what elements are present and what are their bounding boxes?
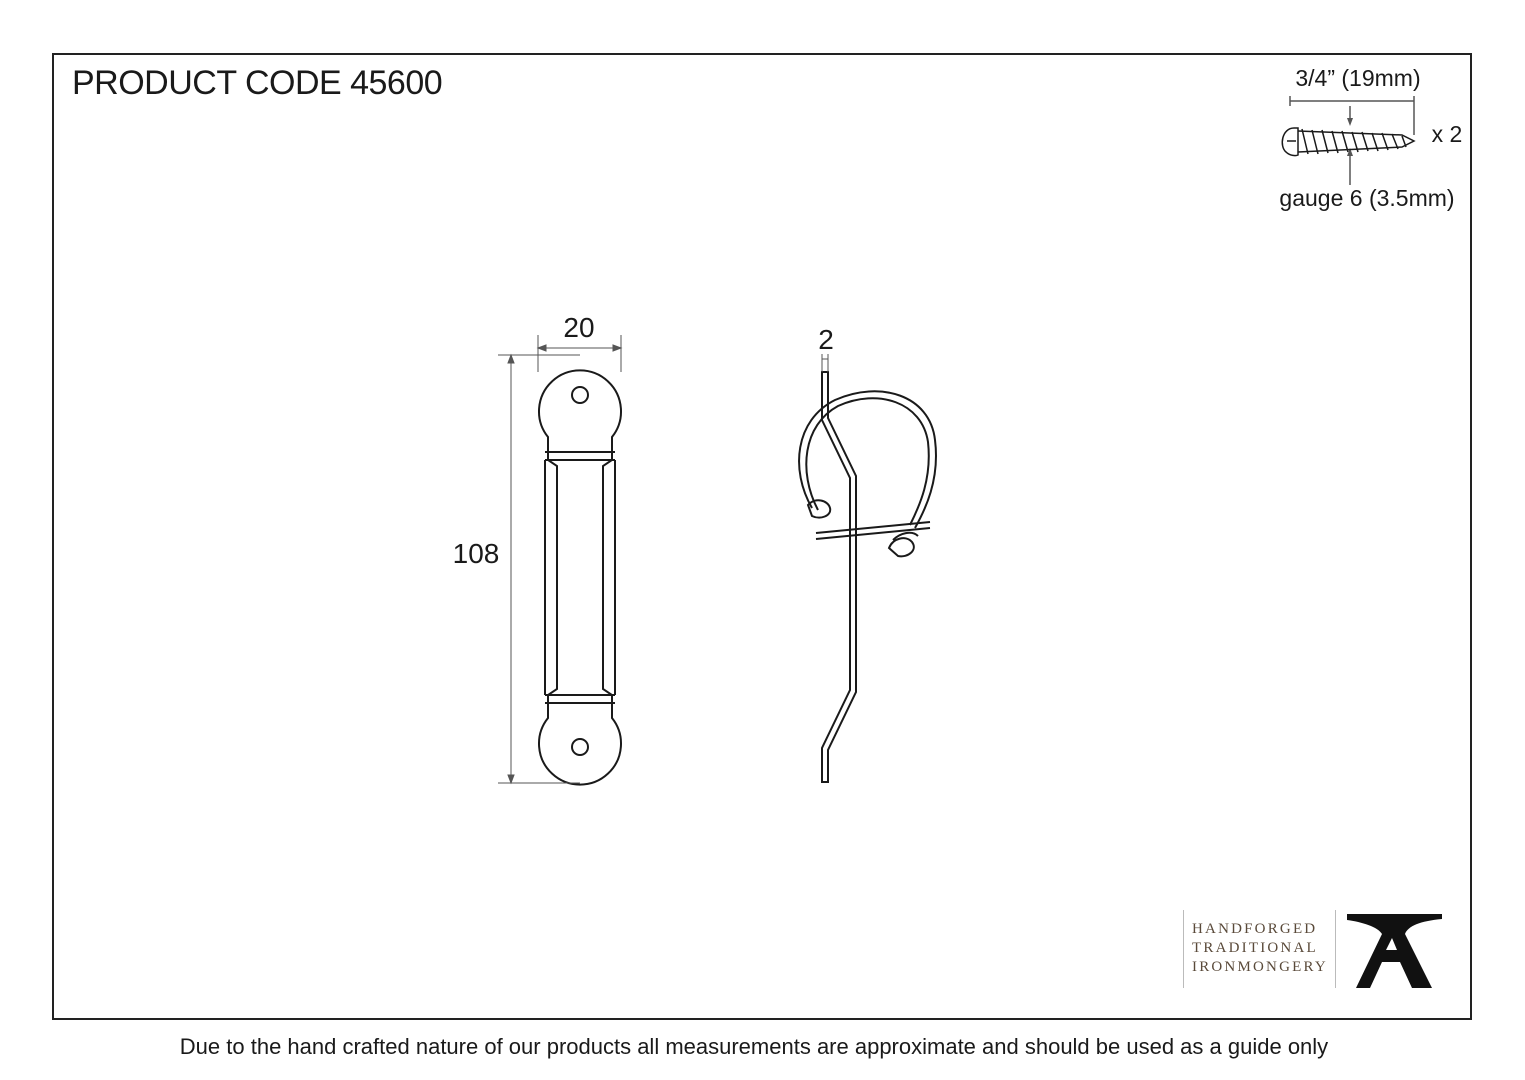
handle-front-view (538, 369, 622, 786)
thickness-dimension (821, 354, 829, 372)
brand-line-2: TRADITIONAL (1192, 940, 1318, 956)
brand-separator (1183, 910, 1184, 988)
brand-line-3: IRONMONGERY (1192, 959, 1328, 975)
screw-length-label: 3/4” (19mm) (1295, 65, 1420, 91)
screw-icon (1281, 96, 1416, 185)
disclaimer: Due to the hand crafted nature of our pr… (179, 1034, 1329, 1059)
handle-side-view (798, 371, 937, 783)
brand-separator (1335, 910, 1336, 988)
length-dimension (498, 353, 580, 785)
screw-gauge-label: gauge 6 (3.5mm) (1279, 185, 1454, 211)
width-label: 20 (563, 312, 594, 343)
product-code: PRODUCT CODE 45600 (72, 64, 443, 102)
screw-quantity-label: x 2 (1432, 121, 1463, 147)
brand-line-1: HANDFORGED (1192, 921, 1318, 937)
length-label: 108 (453, 538, 500, 569)
thickness-label: 2 (818, 324, 834, 355)
brand-text-block: HANDFORGED TRADITIONAL IRONMONGERY (1192, 920, 1328, 977)
width-dimension (536, 335, 623, 372)
drawing-frame (52, 53, 1472, 1020)
anvil-logo-icon (1347, 914, 1442, 988)
